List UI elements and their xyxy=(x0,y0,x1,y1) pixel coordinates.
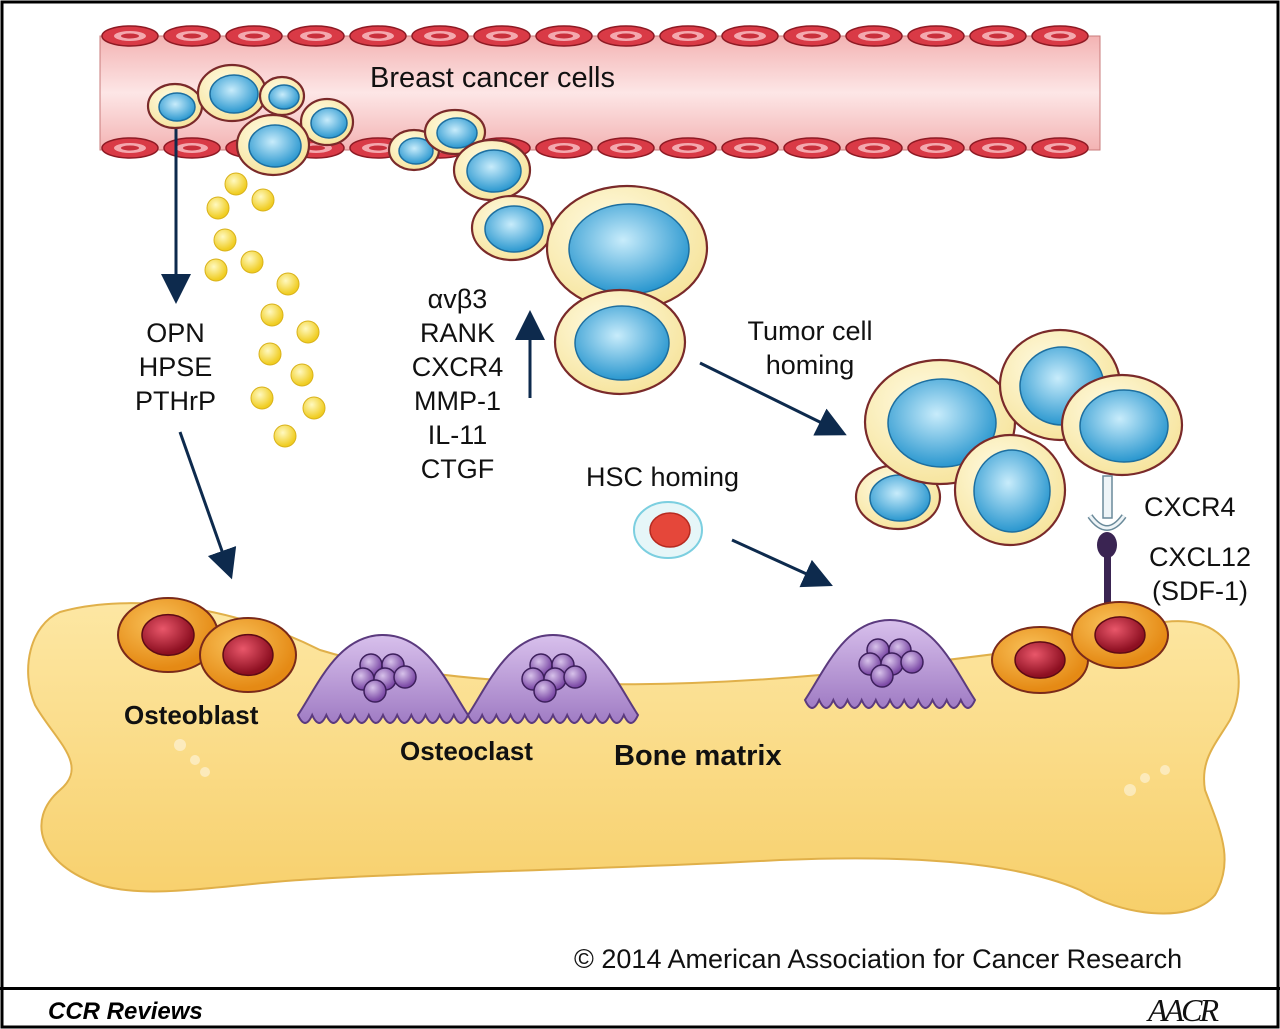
red-blood-cell xyxy=(845,137,903,159)
red-blood-cell xyxy=(597,137,655,159)
red-blood-cell xyxy=(659,137,717,159)
factor-particle xyxy=(240,250,264,274)
factor-il11: IL-11 xyxy=(427,420,488,450)
tumor-cell xyxy=(545,184,709,312)
factor-particle xyxy=(213,228,237,252)
red-blood-cell xyxy=(721,137,779,159)
secreted-factor-list: OPN HPSE PTHrP xyxy=(118,316,233,418)
hsc-homing-label: HSC homing xyxy=(586,462,740,492)
tumor-homing-arrow xyxy=(699,361,847,436)
factor-rank: RANK xyxy=(419,318,495,348)
osteoblast-cell xyxy=(991,626,1089,694)
osteoclast-label: Osteoclast xyxy=(400,736,533,766)
journal-name: CCR Reviews xyxy=(48,998,203,1025)
red-blood-cell xyxy=(721,25,779,47)
cxcr4-cxcl12-receptor xyxy=(1087,475,1127,610)
factor-mmp1: MMP-1 xyxy=(414,386,501,416)
tumor-cell xyxy=(196,63,268,123)
factor-particle xyxy=(204,258,228,282)
red-blood-cells-top xyxy=(101,25,1089,47)
tumor-cell xyxy=(470,194,554,262)
red-blood-cell xyxy=(969,25,1027,47)
osteoclast-cell xyxy=(466,633,640,724)
factor-particle xyxy=(250,386,274,410)
bone-matrix-label: Bone matrix xyxy=(614,740,782,772)
hsc-homing-arrow xyxy=(731,538,833,588)
red-blood-cell xyxy=(907,25,965,47)
tumor-cell xyxy=(146,82,204,130)
tumor-cell xyxy=(1060,373,1184,477)
red-blood-cell xyxy=(783,137,841,159)
factor-particle xyxy=(273,424,297,448)
red-blood-cell xyxy=(101,137,159,159)
red-blood-cell xyxy=(907,137,965,159)
tumor-cell xyxy=(953,433,1067,547)
tumor-cell xyxy=(299,97,355,147)
receptor-label: CXCR4 xyxy=(1144,492,1236,522)
osteoblast-cell xyxy=(199,617,297,693)
factor-particle xyxy=(302,396,326,420)
journal-footer: CCR Reviews AACR xyxy=(0,987,1280,1029)
red-blood-cell xyxy=(163,25,221,47)
bone-texture xyxy=(174,739,1170,796)
hematopoietic-stem-cell xyxy=(633,501,703,559)
red-blood-cell xyxy=(411,25,469,47)
secreted-factors xyxy=(204,172,326,448)
red-blood-cell xyxy=(163,137,221,159)
red-blood-cell xyxy=(783,25,841,47)
breast-cancer-cells xyxy=(146,63,1184,547)
osteoblast-label: Osteoblast xyxy=(124,700,259,730)
factor-particle xyxy=(260,303,284,327)
publisher-logo: AACR xyxy=(1148,992,1219,1028)
red-blood-cell xyxy=(969,137,1027,159)
red-blood-cell xyxy=(287,25,345,47)
tumor-cell xyxy=(258,75,306,117)
tumor-cell xyxy=(553,288,687,396)
red-blood-cell xyxy=(659,25,717,47)
red-blood-cell xyxy=(845,25,903,47)
red-blood-cell xyxy=(597,25,655,47)
osteoblast-cell xyxy=(1071,601,1169,669)
ligand-label: CXCL12 (SDF-1) xyxy=(1148,542,1252,606)
tumor-cell xyxy=(854,463,942,531)
red-blood-cell xyxy=(473,25,531,47)
vessel-label: Breast cancer cells xyxy=(370,62,615,94)
factor-particle xyxy=(290,363,314,387)
factor-avb3: αvβ3 xyxy=(427,284,488,314)
tumor-homing-label: Tumor cell homing xyxy=(747,316,873,380)
red-blood-cell xyxy=(349,25,407,47)
red-blood-cell xyxy=(535,137,593,159)
tumor-cell xyxy=(235,113,311,177)
factor-cxcr4: CXCR4 xyxy=(411,352,504,382)
red-blood-cell xyxy=(1031,137,1089,159)
factor-pthrp: PTHrP xyxy=(135,386,216,416)
factor-particle xyxy=(251,188,275,212)
osteoclasts xyxy=(296,618,977,724)
factor-particle xyxy=(276,272,300,296)
tumor-cell xyxy=(452,138,532,202)
red-blood-cell xyxy=(1031,25,1089,47)
factor-opn: OPN xyxy=(146,318,205,348)
red-blood-cell xyxy=(101,25,159,47)
factor-particle xyxy=(258,342,282,366)
red-blood-cell xyxy=(535,25,593,47)
copyright-notice: © 2014 American Association for Cancer R… xyxy=(574,944,1183,974)
arrows xyxy=(161,128,847,588)
osteoclast-cell xyxy=(803,618,977,709)
factor-ctgf: CTGF xyxy=(420,454,495,484)
factor-hpse: HPSE xyxy=(138,352,213,382)
factor-particle xyxy=(296,320,320,344)
factor-particle xyxy=(224,172,248,196)
factor-particle xyxy=(206,196,230,220)
osteoblasts xyxy=(117,597,1169,694)
tumor-factor-list: αvβ3 RANK CXCR4 MMP-1 IL-11 CTGF xyxy=(400,282,515,486)
red-blood-cell xyxy=(225,25,283,47)
osteoblast-signal-arrow xyxy=(178,431,237,580)
tumor-cell xyxy=(423,108,487,156)
osteoclast-cell xyxy=(296,633,470,724)
